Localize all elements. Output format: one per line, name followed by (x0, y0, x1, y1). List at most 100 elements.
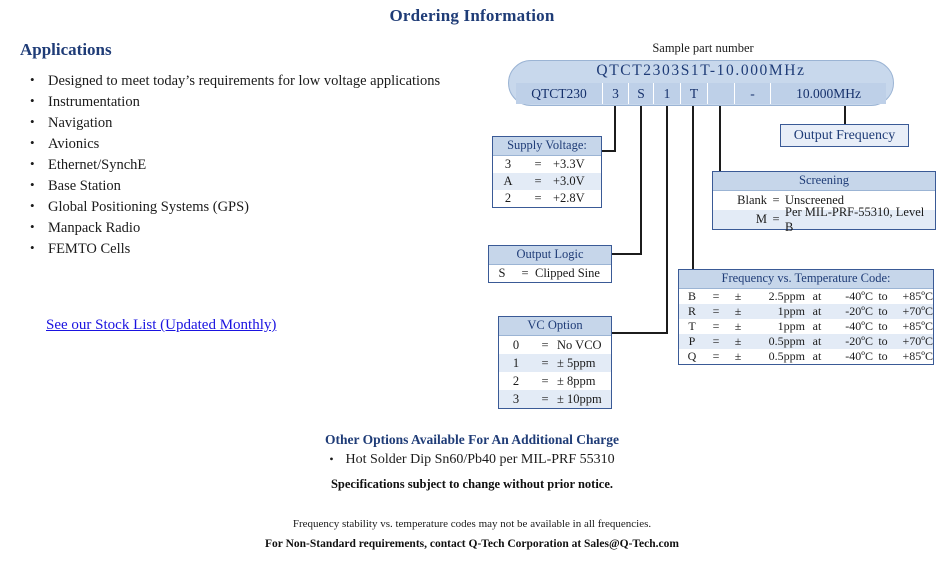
application-item: Manpack Radio (22, 217, 452, 238)
application-item: Avionics (22, 133, 452, 154)
output-logic-box: Output Logic S=Clipped Sine (488, 245, 612, 283)
pm-cell: ± (734, 304, 742, 318)
specification-notice: Specifications subject to change without… (330, 477, 614, 491)
code-cell: A (503, 174, 513, 188)
pm-cell: ± (734, 319, 742, 333)
sample-part-number-caption: Sample part number (652, 41, 754, 55)
supply-voltage-row: A=+3.0V (493, 173, 601, 190)
leader-line-output-logic-horizontal (612, 253, 642, 255)
pm-cell: ± (734, 334, 742, 348)
code-cell: 3 (504, 157, 512, 171)
applications-heading: Applications (20, 40, 112, 59)
to-cell: to (878, 319, 888, 333)
leader-line-vc-option-horizontal (612, 332, 668, 334)
output-logic-header: Output Logic (489, 246, 611, 265)
pm-cell: ± (734, 349, 742, 363)
part-number-cell: 1 (653, 83, 680, 104)
tmin-cell: -40ºC (845, 289, 873, 303)
application-item: Instrumentation (22, 91, 452, 112)
eq-cell: = (541, 355, 549, 370)
tmax-cell: +85ºC (902, 319, 934, 333)
code-cell: 1 (512, 355, 520, 370)
output-frequency-label: Output Frequency (793, 127, 896, 143)
leader-line-output-frequency-vertical (844, 106, 846, 125)
eq-cell: = (541, 373, 549, 388)
vc-option-row: 1 = ± 5ppm (499, 354, 611, 372)
ppm-cell: 1ppm (777, 304, 805, 318)
frequency-temperature-box: Frequency vs. Temperature Code: B = ±2.5pp… (678, 269, 934, 365)
eq-cell: = (772, 193, 780, 207)
part-number-full: QTCT2303S1T-10.000MHz (596, 62, 806, 79)
code-cell: 0 (512, 337, 520, 352)
ppm-cell: 0.5ppm (768, 349, 805, 363)
output-logic-rows: S=Clipped Sine (489, 265, 611, 282)
footnote-contact: For Non-Standard requirements, contact Q… (265, 538, 679, 550)
vc-option-row: 3=± 10ppm (499, 390, 611, 408)
vc-option-header: VC Option (499, 317, 611, 336)
val-cell: No VCO (557, 337, 602, 352)
leader-line-output-logic-vertical (640, 106, 642, 254)
stock-list-link[interactable]: See our Stock List (Updated Monthly) (46, 317, 277, 333)
code-cell: 3 (512, 391, 520, 406)
part-number-cell: QTCT230 (516, 83, 602, 104)
code-cell: Q (687, 349, 697, 363)
tmin-cell: -40ºC (845, 319, 873, 333)
val-cell: ± 5ppm (557, 355, 596, 370)
application-item: Ethernet/SynchE (22, 154, 452, 175)
code-cell: T (688, 319, 696, 333)
code-cell: M (755, 212, 767, 226)
leader-line-supply-voltage-horizontal (602, 150, 616, 152)
eq-cell: = (712, 334, 720, 348)
application-item: FEMTO Cells (22, 238, 452, 259)
leader-line-supply-voltage-vertical (614, 106, 616, 151)
to-cell: to (878, 304, 888, 318)
screening-row: M=Per MIL-PRF-55310, Level B (713, 205, 935, 234)
tmax-cell: +85ºC (902, 289, 934, 303)
part-number-cell: T (680, 83, 707, 104)
tmax-cell: +85ºC (902, 349, 934, 363)
screening-row: Blank = Unscreened (713, 191, 935, 210)
frequency-temperature-header: Frequency vs. Temperature Code: (679, 270, 933, 289)
eq-cell: = (541, 391, 549, 406)
vc-option-row: 2=± 8ppm (499, 372, 611, 390)
ppm-cell: 0.5ppm (768, 334, 805, 348)
ppm-cell: 2.5ppm (768, 289, 805, 303)
bullet-icon: • (329, 452, 334, 466)
applications-list: Designed to meet today’s requirements fo… (22, 70, 452, 260)
output-frequency-box: Output Frequency (780, 124, 909, 147)
screening-header: Screening (713, 172, 935, 191)
eq-cell: = (541, 337, 549, 352)
code-cell: Blank (737, 193, 767, 207)
pm-cell: ± (734, 289, 742, 303)
val-cell: Unscreened (785, 193, 844, 207)
at-cell: at (812, 334, 822, 348)
tmin-cell: -20ºC (845, 304, 873, 318)
code-cell: 2 (504, 191, 512, 205)
tmax-cell: +70ºC (902, 334, 934, 348)
vc-option-row: 0 = No VCO (499, 336, 611, 354)
supply-voltage-row: 3=+3.3V (493, 156, 601, 173)
output-logic-row: S=Clipped Sine (489, 265, 611, 282)
eq-cell: = (521, 266, 529, 280)
val-cell: ± 8ppm (557, 373, 596, 388)
code-cell: R (687, 304, 696, 318)
tmin-cell: -20ºC (845, 334, 873, 348)
code-cell: P (688, 334, 696, 348)
at-cell: at (812, 349, 822, 363)
at-cell: at (812, 289, 822, 303)
eq-cell: = (712, 349, 720, 363)
other-options-item: •Hot Solder Dip Sn60/Pb40 per MIL-PRF 55… (0, 452, 944, 468)
code-cell: B (687, 289, 696, 303)
val-cell: +3.3V (553, 157, 585, 171)
other-options-heading: Other Options Available For An Additiona… (324, 432, 620, 447)
part-number-cell (707, 83, 734, 104)
